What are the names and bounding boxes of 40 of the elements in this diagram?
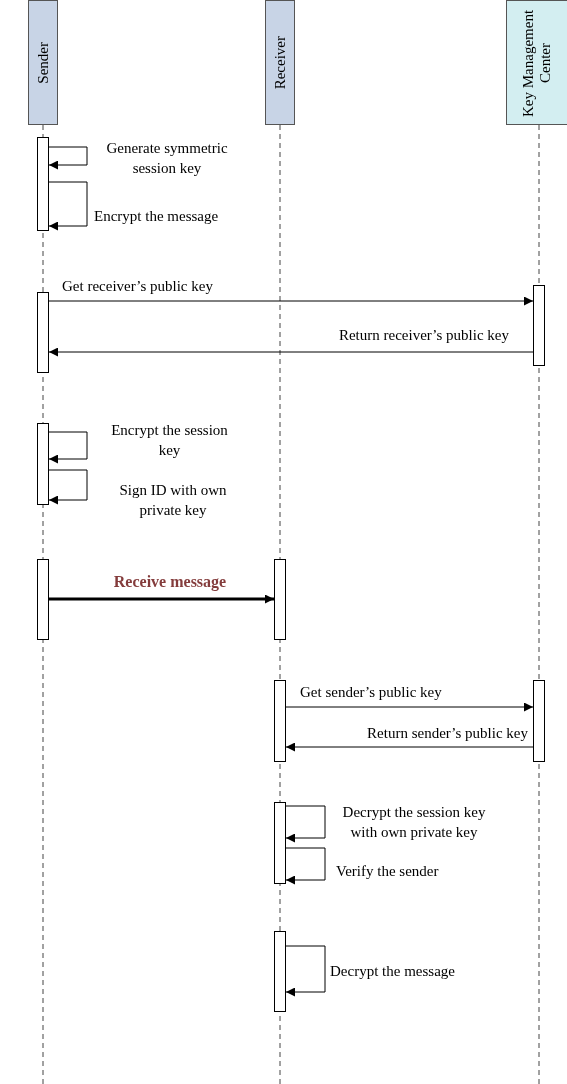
activation-bar — [274, 931, 286, 1012]
message-arrow — [285, 702, 534, 712]
self-message-arrow — [48, 181, 88, 231]
activation-bar — [37, 292, 49, 373]
self-message-arrow — [48, 146, 88, 170]
self-message-arrow — [285, 847, 326, 885]
lifeline-header — [265, 0, 295, 125]
self-message-arrow — [285, 805, 326, 843]
activation-bar — [533, 285, 545, 366]
edge-label: Sign ID with own private key — [119, 482, 227, 518]
edge-label: Get receiver’s public key — [62, 278, 213, 294]
edge-label: Encrypt the session key — [111, 422, 228, 458]
participant-name: Key Management Center — [520, 8, 554, 119]
activation-bar — [274, 802, 286, 884]
edge-label: Decrypt the session key with own private key — [342, 804, 486, 840]
edge-label: Get sender’s public key — [300, 684, 442, 700]
activation-bar — [274, 680, 286, 762]
lifeline-header — [506, 0, 567, 125]
edge-label: Generate symmetric session key — [106, 140, 228, 176]
edge-label: Decrypt the message — [330, 963, 455, 979]
edge-label: Return receiver’s public key — [338, 327, 509, 343]
self-message-arrow — [48, 431, 88, 464]
activation-bar — [37, 559, 49, 640]
participant-name: Receiver — [271, 35, 289, 90]
activation-bar — [37, 137, 49, 231]
edge-label: Verify the sender — [336, 863, 439, 879]
lifeline-header — [28, 0, 58, 125]
self-message-arrow — [48, 469, 88, 505]
message-arrow — [48, 296, 534, 306]
activation-bar — [37, 423, 49, 505]
activation-bar — [533, 680, 545, 762]
self-message-arrow — [285, 945, 326, 997]
edge-label: Return sender’s public key — [367, 725, 528, 741]
edge-label: Receive message — [113, 573, 227, 590]
edge-label: Encrypt the message — [94, 208, 219, 224]
activation-bar — [274, 559, 286, 640]
participant-name: Sender — [34, 41, 52, 84]
message-arrow — [285, 742, 534, 752]
message-arrow — [49, 594, 274, 604]
message-arrow — [48, 347, 534, 357]
